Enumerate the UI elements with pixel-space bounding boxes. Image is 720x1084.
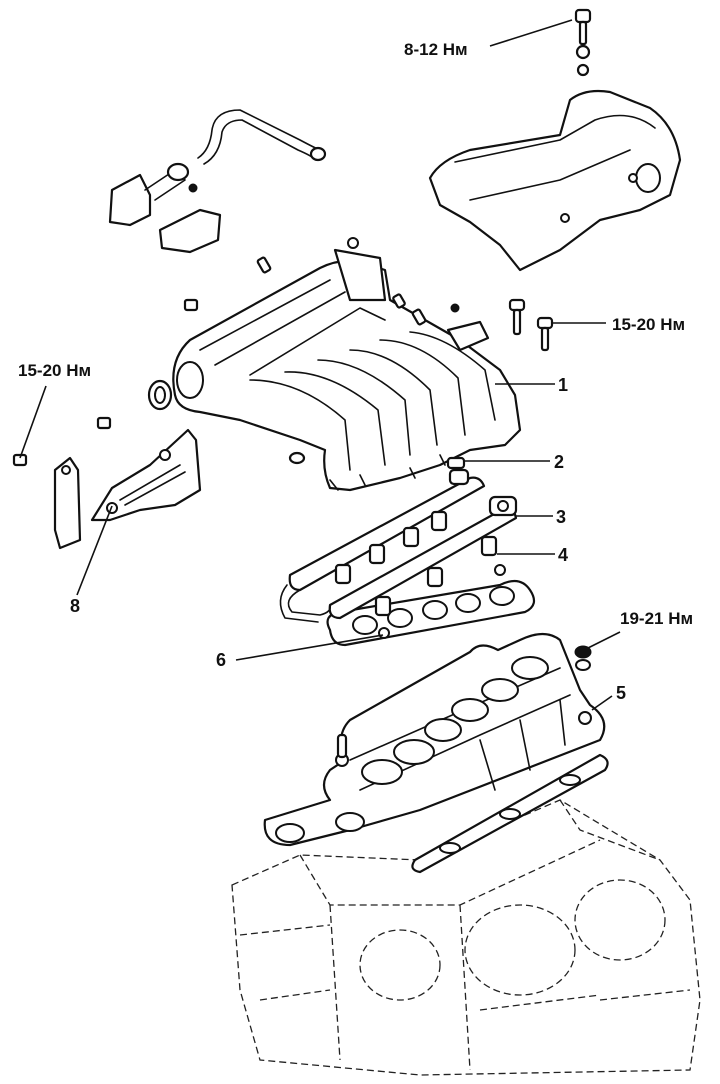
fuel-rail-assembly xyxy=(279,468,518,639)
leader-lines xyxy=(19,19,621,711)
lower-intake-manifold xyxy=(263,632,606,847)
throttle-components xyxy=(108,162,222,254)
callout-6: 6 xyxy=(216,650,226,670)
engine-block xyxy=(231,799,701,1076)
flange-gasket xyxy=(446,456,466,470)
callout-2: 2 xyxy=(554,452,564,472)
torque-label-cover-bolt: 8-12 Нм xyxy=(404,40,468,59)
lower-manifold-nut xyxy=(574,645,592,671)
injector xyxy=(334,510,498,617)
callout-1: 1 xyxy=(558,375,568,395)
lower-manifold-gasket xyxy=(411,753,609,874)
callout-8: 8 xyxy=(70,596,80,616)
torque-label-bracket-bolt: 15-20 Нм xyxy=(18,361,91,380)
torque-label-lower-manifold-nut: 19-21 Нм xyxy=(620,609,693,628)
callout-5: 5 xyxy=(616,683,626,703)
cover-bolt xyxy=(574,8,592,77)
bolts xyxy=(12,256,554,467)
callout-3: 3 xyxy=(556,507,566,527)
callout-4: 4 xyxy=(558,545,568,565)
vacuum-hose xyxy=(197,109,327,165)
torque-label-manifold-bolt: 15-20 Нм xyxy=(612,315,685,334)
upper-intake-manifold xyxy=(172,237,522,492)
engine-cover xyxy=(428,89,682,272)
manifold-bracket xyxy=(53,428,202,550)
o-ring xyxy=(147,379,173,411)
labels: 8-12 Нм 15-20 Нм 15-20 Нм 19-21 Нм 1 2 3… xyxy=(18,40,693,703)
